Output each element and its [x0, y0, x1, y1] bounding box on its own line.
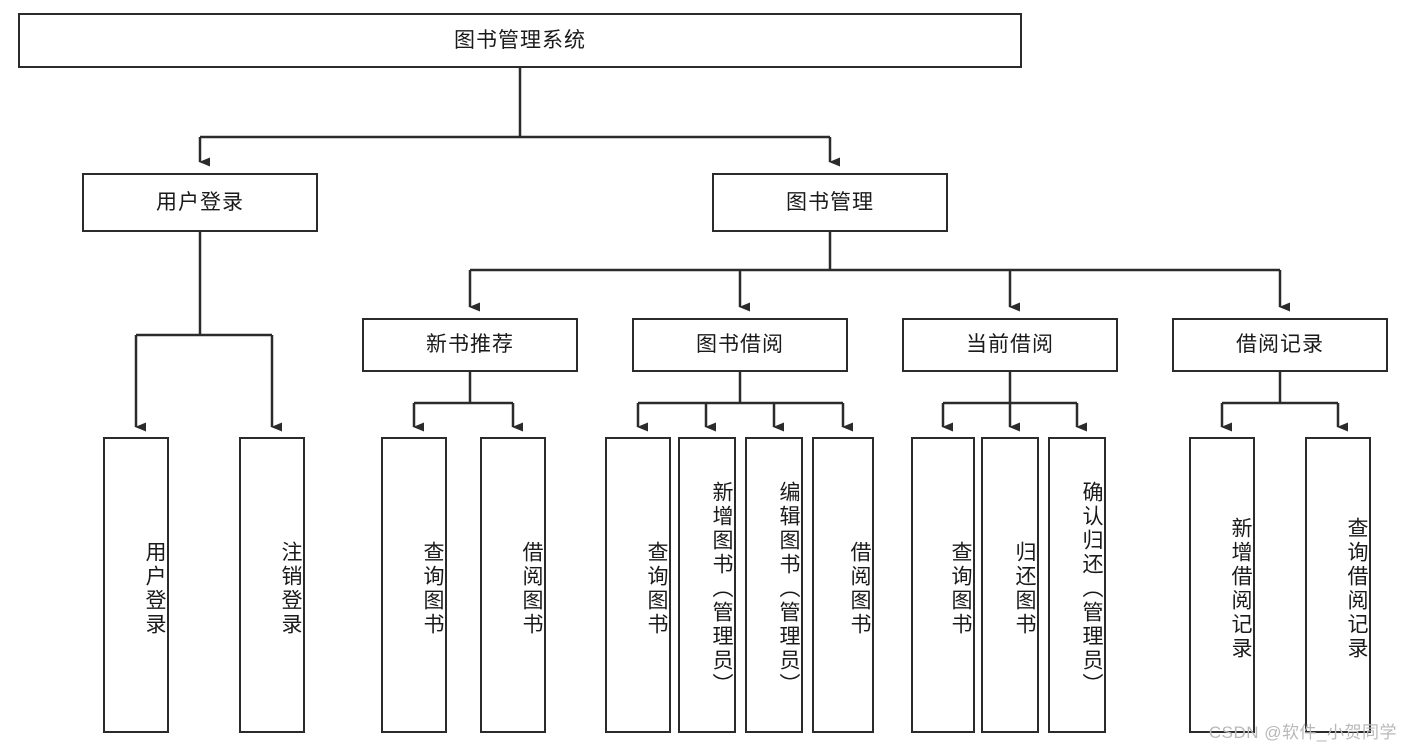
node-new-book-recommend[interactable]: 新书推荐	[362, 318, 578, 372]
node-book-borrow-label: 图书借阅	[696, 333, 784, 357]
leaf-label: 新增借阅记录	[1229, 517, 1252, 661]
node-book-borrow[interactable]: 图书借阅	[632, 318, 848, 372]
leaf-new-book-query[interactable]: 查询图书	[381, 437, 447, 733]
leaf-book-borrow-query[interactable]: 查询图书	[605, 437, 671, 733]
node-new-book-recommend-label: 新书推荐	[426, 333, 514, 357]
leaf-label: 新增图书（管理员）	[710, 481, 733, 697]
node-root-label: 图书管理系统	[454, 28, 586, 52]
leaf-borrow-record-query[interactable]: 查询借阅记录	[1305, 437, 1371, 733]
leaf-label: 查询图书	[421, 541, 444, 637]
leaf-label: 借阅图书	[848, 541, 871, 637]
leaf-user-login-login[interactable]: 用户登录	[103, 437, 169, 733]
leaf-book-borrow-add[interactable]: 新增图书（管理员）	[678, 437, 736, 733]
leaf-book-borrow-edit[interactable]: 编辑图书（管理员）	[745, 437, 803, 733]
node-book-management[interactable]: 图书管理	[712, 173, 948, 232]
leaf-label: 注销登录	[279, 541, 302, 637]
leaf-label: 用户登录	[143, 541, 166, 637]
leaf-label: 查询图书	[949, 541, 972, 637]
leaf-user-login-logout[interactable]: 注销登录	[239, 437, 305, 733]
node-root[interactable]: 图书管理系统	[18, 13, 1022, 68]
node-borrow-record[interactable]: 借阅记录	[1172, 318, 1388, 372]
leaf-current-borrow-confirm[interactable]: 确认归还（管理员）	[1048, 437, 1106, 733]
leaf-label: 确认归还（管理员）	[1080, 481, 1103, 697]
leaf-current-borrow-query[interactable]: 查询图书	[911, 437, 975, 733]
node-user-login[interactable]: 用户登录	[82, 173, 318, 232]
leaf-label: 归还图书	[1013, 541, 1036, 637]
leaf-label: 查询图书	[645, 541, 668, 637]
leaf-book-borrow-borrow[interactable]: 借阅图书	[812, 437, 874, 733]
leaf-current-borrow-return[interactable]: 归还图书	[981, 437, 1039, 733]
node-user-login-label: 用户登录	[156, 190, 244, 214]
node-current-borrow[interactable]: 当前借阅	[902, 318, 1118, 372]
leaf-new-book-borrow[interactable]: 借阅图书	[480, 437, 546, 733]
node-borrow-record-label: 借阅记录	[1236, 333, 1324, 357]
leaf-label: 编辑图书（管理员）	[777, 481, 800, 697]
leaf-label: 查询借阅记录	[1345, 517, 1368, 661]
node-current-borrow-label: 当前借阅	[966, 333, 1054, 357]
leaf-borrow-record-add[interactable]: 新增借阅记录	[1189, 437, 1255, 733]
leaf-label: 借阅图书	[520, 541, 543, 637]
node-book-management-label: 图书管理	[786, 190, 874, 214]
watermark: CSDN @软件_小贺同学	[1208, 723, 1397, 742]
